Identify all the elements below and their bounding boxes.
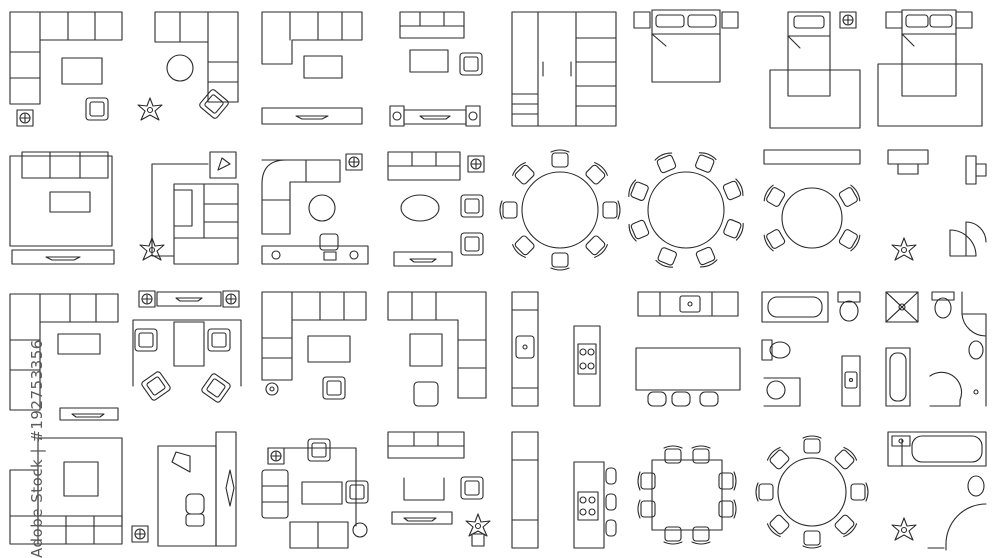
sofa-with-rug-and-tv-unit [10, 152, 114, 264]
sofa-with-oval-table [388, 152, 485, 266]
corner-sectional-sofa [262, 153, 368, 264]
sofa-with-armchair-and-plant [388, 432, 491, 546]
kitchen-with-stools [512, 432, 616, 548]
entry-doors-and-bench [888, 150, 986, 261]
double-bed-with-side-tables [878, 10, 982, 126]
bathroom-tub-toilet-sink [762, 292, 860, 406]
square-dining-table-8-chairs [637, 445, 737, 545]
lounge-with-round-sidetable [262, 438, 369, 548]
sofa-with-large-rug [10, 438, 149, 544]
round-table-with-console [761, 150, 863, 253]
living-set-with-speakers [390, 12, 483, 126]
round-dining-table-8-chairs [499, 149, 621, 271]
bathroom-with-tub-and-door [888, 432, 986, 550]
watermark-text: Adobe Stock | #192753356 [28, 339, 46, 558]
wardrobe [512, 12, 616, 126]
corner-sofa-with-pouf [388, 292, 486, 406]
round-dining-table-8-chairs-2 [626, 150, 746, 270]
armchair-lounge-set [133, 290, 241, 404]
corner-sofa-with-round-table [137, 12, 238, 121]
bathroom-shower-layout [886, 292, 986, 406]
stock-watermark: Adobe Stock | #192753356 [6, 312, 46, 558]
l-sofa-with-tv [10, 294, 118, 420]
kitchen-with-bar-island [636, 292, 740, 406]
l-shaped-sofa-set [10, 12, 122, 127]
l-sofa-with-plant [139, 152, 238, 264]
single-bed-with-rug [770, 11, 860, 128]
kitchen-counter-and-island [512, 292, 600, 406]
l-sofa-with-floor-lamp [262, 292, 366, 400]
sofa-with-tv-unit [262, 12, 362, 124]
desk-with-chairs [158, 432, 236, 546]
double-bed [634, 10, 738, 82]
round-dining-table-8-chairs-3 [755, 435, 869, 549]
